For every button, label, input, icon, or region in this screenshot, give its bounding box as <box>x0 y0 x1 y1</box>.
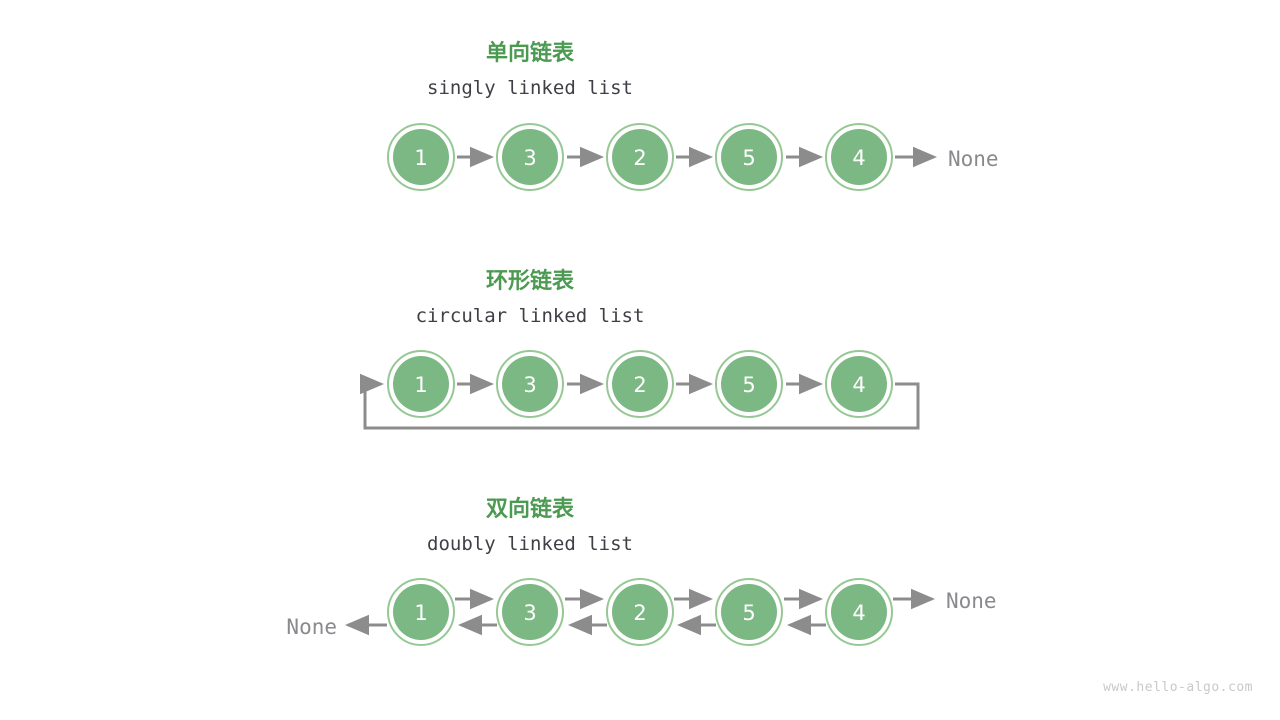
node-value: 5 <box>742 373 755 397</box>
list-node: 3 <box>496 350 564 418</box>
section-title-cn-singly: 单向链表 <box>486 40 575 66</box>
section-doubly: 双向链表 doubly linked list 1 3 <box>286 496 997 646</box>
node-value: 3 <box>523 601 536 625</box>
node-value: 4 <box>852 146 865 170</box>
list-node: 5 <box>715 578 783 646</box>
node-value: 1 <box>414 146 427 170</box>
section-title-cn-doubly: 双向链表 <box>486 496 575 522</box>
list-node: 4 <box>825 350 893 418</box>
node-value: 4 <box>852 601 865 625</box>
list-node: 5 <box>715 123 783 191</box>
section-title-cn-circular: 环形链表 <box>486 268 575 294</box>
section-circular: 环形链表 circular linked list 1 3 2 5 <box>360 268 920 430</box>
watermark: www.hello-algo.com <box>1103 680 1253 695</box>
node-value: 5 <box>742 146 755 170</box>
tail-none-label: None <box>946 589 997 613</box>
list-node: 1 <box>387 350 455 418</box>
section-singly: 单向链表 singly linked list 1 3 2 5 <box>387 40 999 191</box>
section-title-en-singly: singly linked list <box>427 77 633 99</box>
list-node: 4 <box>825 123 893 191</box>
list-node: 5 <box>715 350 783 418</box>
node-value: 2 <box>633 601 646 625</box>
node-value: 2 <box>633 373 646 397</box>
node-value: 5 <box>742 601 755 625</box>
list-node: 1 <box>387 123 455 191</box>
list-node: 2 <box>606 578 674 646</box>
node-value: 2 <box>633 146 646 170</box>
node-value: 3 <box>523 373 536 397</box>
section-title-en-doubly: doubly linked list <box>427 533 633 555</box>
list-node: 3 <box>496 123 564 191</box>
node-value: 3 <box>523 146 536 170</box>
node-value: 1 <box>414 373 427 397</box>
head-none-label: None <box>286 615 337 639</box>
list-node: 2 <box>606 350 674 418</box>
section-title-en-circular: circular linked list <box>416 305 645 327</box>
list-node: 3 <box>496 578 564 646</box>
node-value: 4 <box>852 373 865 397</box>
loop-back-arrow <box>360 373 920 430</box>
list-node: 2 <box>606 123 674 191</box>
tail-none-label: None <box>948 147 999 171</box>
list-node: 4 <box>825 578 893 646</box>
node-value: 1 <box>414 601 427 625</box>
list-node: 1 <box>387 578 455 646</box>
